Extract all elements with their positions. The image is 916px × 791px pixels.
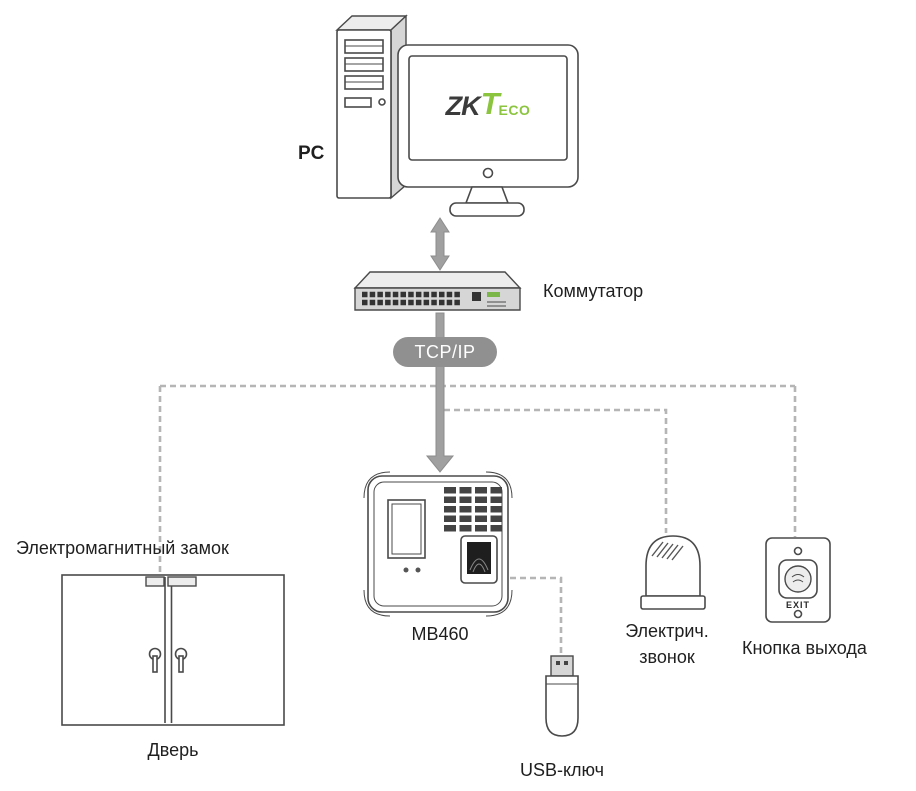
bell-label-line1: Электрич. [625,621,709,641]
exit-button-label: Кнопка выхода [742,638,867,658]
mb460-device-icon [363,471,513,617]
pc-label: PC [298,143,325,164]
switch-icon [353,271,522,311]
usb-label: USB-ключ [519,760,605,780]
bell-label-line2: звонок [639,647,695,667]
logo-t: T [480,86,500,121]
lock-icon [145,576,197,587]
switch-to-device-arrow [425,312,455,473]
lock-label: Электромагнитный замок [16,538,229,558]
dashed-connectors [158,384,797,654]
pc-to-switch-arrow [430,217,450,271]
pc-tower-icon [335,14,408,200]
door-label: Дверь [147,740,199,760]
switch-label: Коммутатор [543,281,644,301]
connector-usb [510,576,563,654]
logo-zk: ZK [445,91,481,121]
exit-button-text: EXIT [785,600,810,610]
exit-button-icon [765,537,831,623]
logo-eco: ECO [498,102,531,118]
usb-key-icon [545,655,579,737]
tcpip-badge: TCP/IP [393,337,497,367]
mb460-label: MB460 [411,624,469,644]
bell-icon [640,535,706,610]
connector-bell [444,408,668,533]
door-icon [61,574,285,726]
monitor-icon [397,44,579,217]
